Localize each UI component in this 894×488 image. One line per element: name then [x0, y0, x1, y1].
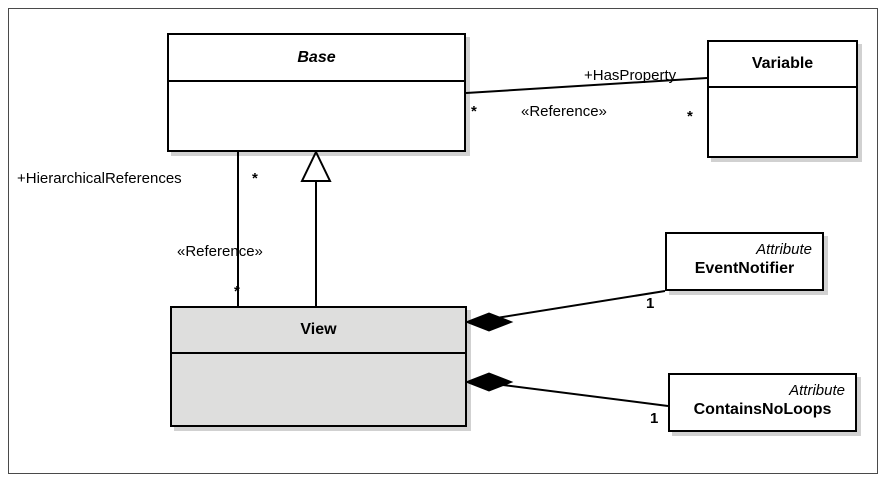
association-stereotype-hierarchical-references: «Reference»	[177, 243, 263, 260]
class-compartment-base	[169, 82, 464, 150]
association-role-hierarchical-references: +HierarchicalReferences	[17, 170, 182, 187]
attribute-name-contains-no-loops: ContainsNoLoops	[693, 401, 832, 419]
class-compartment-variable	[709, 88, 856, 156]
class-box-base[interactable]: Base	[167, 33, 466, 152]
attribute-stereotype-contains-no-loops: Attribute	[789, 381, 845, 399]
class-divider-variable	[709, 86, 856, 88]
attribute-stereotype-event-notifier: Attribute	[756, 240, 812, 258]
class-box-variable[interactable]: Variable	[707, 40, 858, 158]
association-stereotype-has-property: «Reference»	[521, 103, 607, 120]
class-title-variable: Variable	[751, 55, 814, 72]
association-role-has-property: +HasProperty	[584, 67, 677, 84]
attribute-box-contains-no-loops[interactable]: Attribute ContainsNoLoops	[668, 373, 857, 432]
class-title-view: View	[300, 321, 337, 338]
multiplicity-variable-has-property: *	[687, 108, 693, 125]
class-box-view[interactable]: View	[170, 306, 467, 427]
multiplicity-contains-no-loops: 1	[650, 410, 659, 427]
class-compartment-view	[172, 354, 465, 425]
class-divider-base	[169, 80, 464, 82]
multiplicity-event-notifier: 1	[646, 295, 655, 312]
class-title-base: Base	[297, 48, 336, 66]
attribute-box-event-notifier[interactable]: Attribute EventNotifier	[665, 232, 824, 291]
attribute-name-event-notifier: EventNotifier	[694, 260, 795, 278]
class-divider-view	[172, 352, 465, 354]
multiplicity-base-has-property: *	[471, 103, 477, 120]
multiplicity-view-hierarchical-references: *	[234, 283, 240, 300]
multiplicity-base-hierarchical-references: *	[252, 170, 258, 187]
